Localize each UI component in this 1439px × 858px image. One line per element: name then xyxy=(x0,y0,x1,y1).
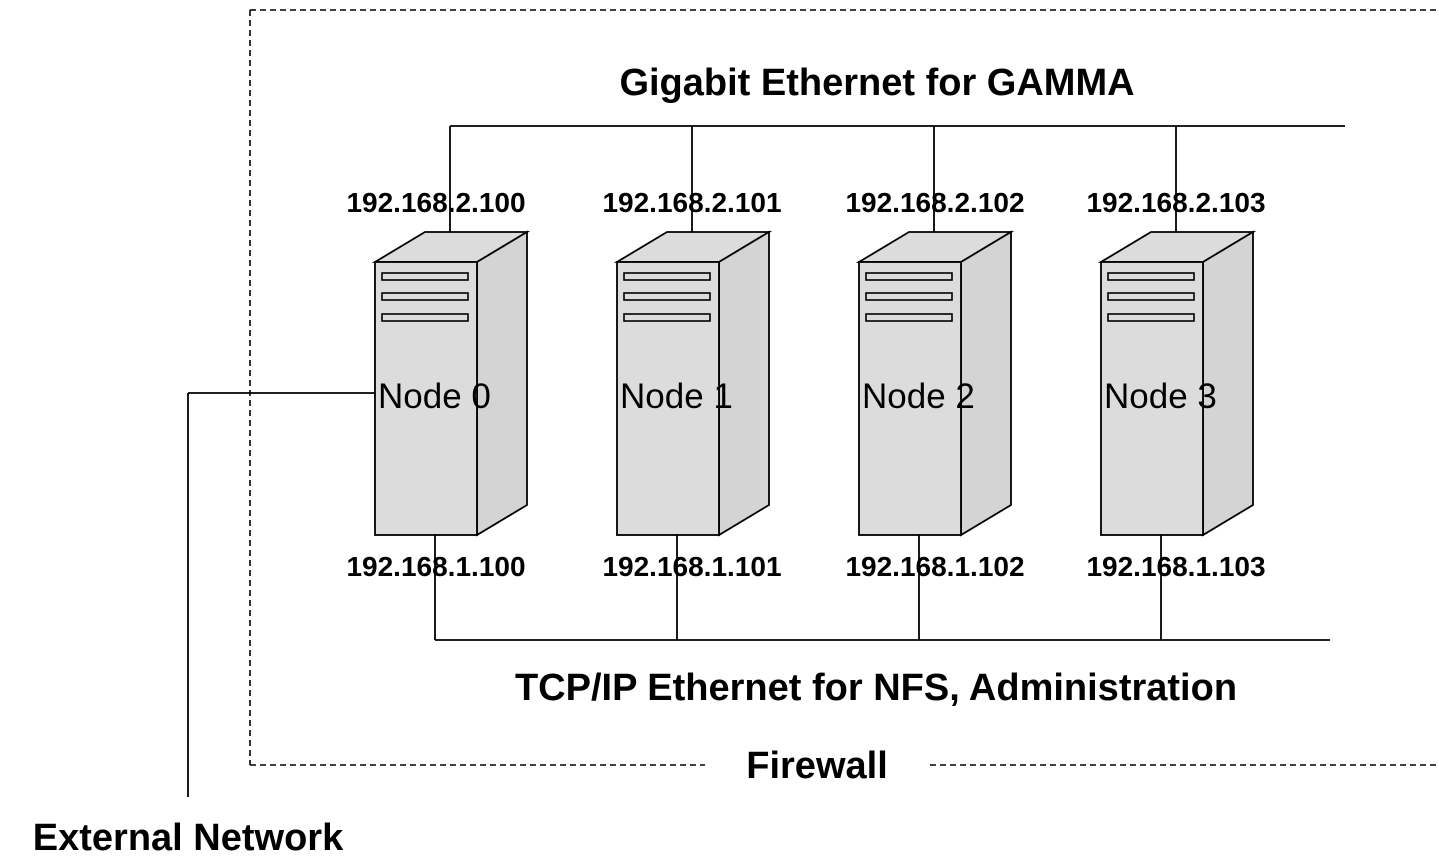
server-front xyxy=(616,261,720,536)
tcpip-ip-label: 192.168.1.101 xyxy=(602,551,781,582)
firewall-boundary xyxy=(249,9,1439,766)
drive-bay-1 xyxy=(1107,272,1195,281)
gigabit-title: Gigabit Ethernet for GAMMA xyxy=(619,62,1134,104)
drive-bay-3 xyxy=(1107,313,1195,322)
drive-bay-1 xyxy=(865,272,953,281)
tcpip-bus xyxy=(434,535,1330,641)
drive-bay-3 xyxy=(865,313,953,322)
drive-bay-2 xyxy=(381,292,469,301)
tcpip-ip-label: 192.168.1.103 xyxy=(1086,551,1265,582)
drive-bay-1 xyxy=(381,272,469,281)
tcpip-ip-label: 192.168.1.100 xyxy=(346,551,525,582)
gigabit-ip-label: 192.168.2.102 xyxy=(845,187,1024,218)
drive-bay-2 xyxy=(623,292,711,301)
external-link xyxy=(187,392,375,797)
drive-bay-3 xyxy=(623,313,711,322)
node-name-label: Node 3 xyxy=(1104,377,1217,416)
node-name-label: Node 2 xyxy=(862,377,975,416)
gigabit-bus xyxy=(449,125,1345,232)
gigabit-ip-label: 192.168.2.100 xyxy=(346,187,525,218)
node-name-label: Node 0 xyxy=(378,377,491,416)
gigabit-ip-label: 192.168.2.103 xyxy=(1086,187,1265,218)
server-node-0[interactable] xyxy=(371,230,531,537)
drive-bay-1 xyxy=(623,272,711,281)
drive-bay-3 xyxy=(381,313,469,322)
external-network-label: External Network xyxy=(33,817,344,858)
gigabit-ip-label: 192.168.2.101 xyxy=(602,187,781,218)
drive-bay-2 xyxy=(1107,292,1195,301)
server-node-1[interactable] xyxy=(613,230,773,537)
server-front xyxy=(374,261,478,536)
server-front xyxy=(1100,261,1204,536)
tcpip-title: TCP/IP Ethernet for NFS, Administration xyxy=(515,667,1237,709)
servers xyxy=(371,230,1257,537)
server-node-2[interactable] xyxy=(855,230,1015,537)
node-name-label: Node 1 xyxy=(620,377,733,416)
server-front xyxy=(858,261,962,536)
firewall-label: Firewall xyxy=(746,745,888,787)
server-node-3[interactable] xyxy=(1097,230,1257,537)
drive-bay-2 xyxy=(865,292,953,301)
tcpip-ip-label: 192.168.1.102 xyxy=(845,551,1024,582)
